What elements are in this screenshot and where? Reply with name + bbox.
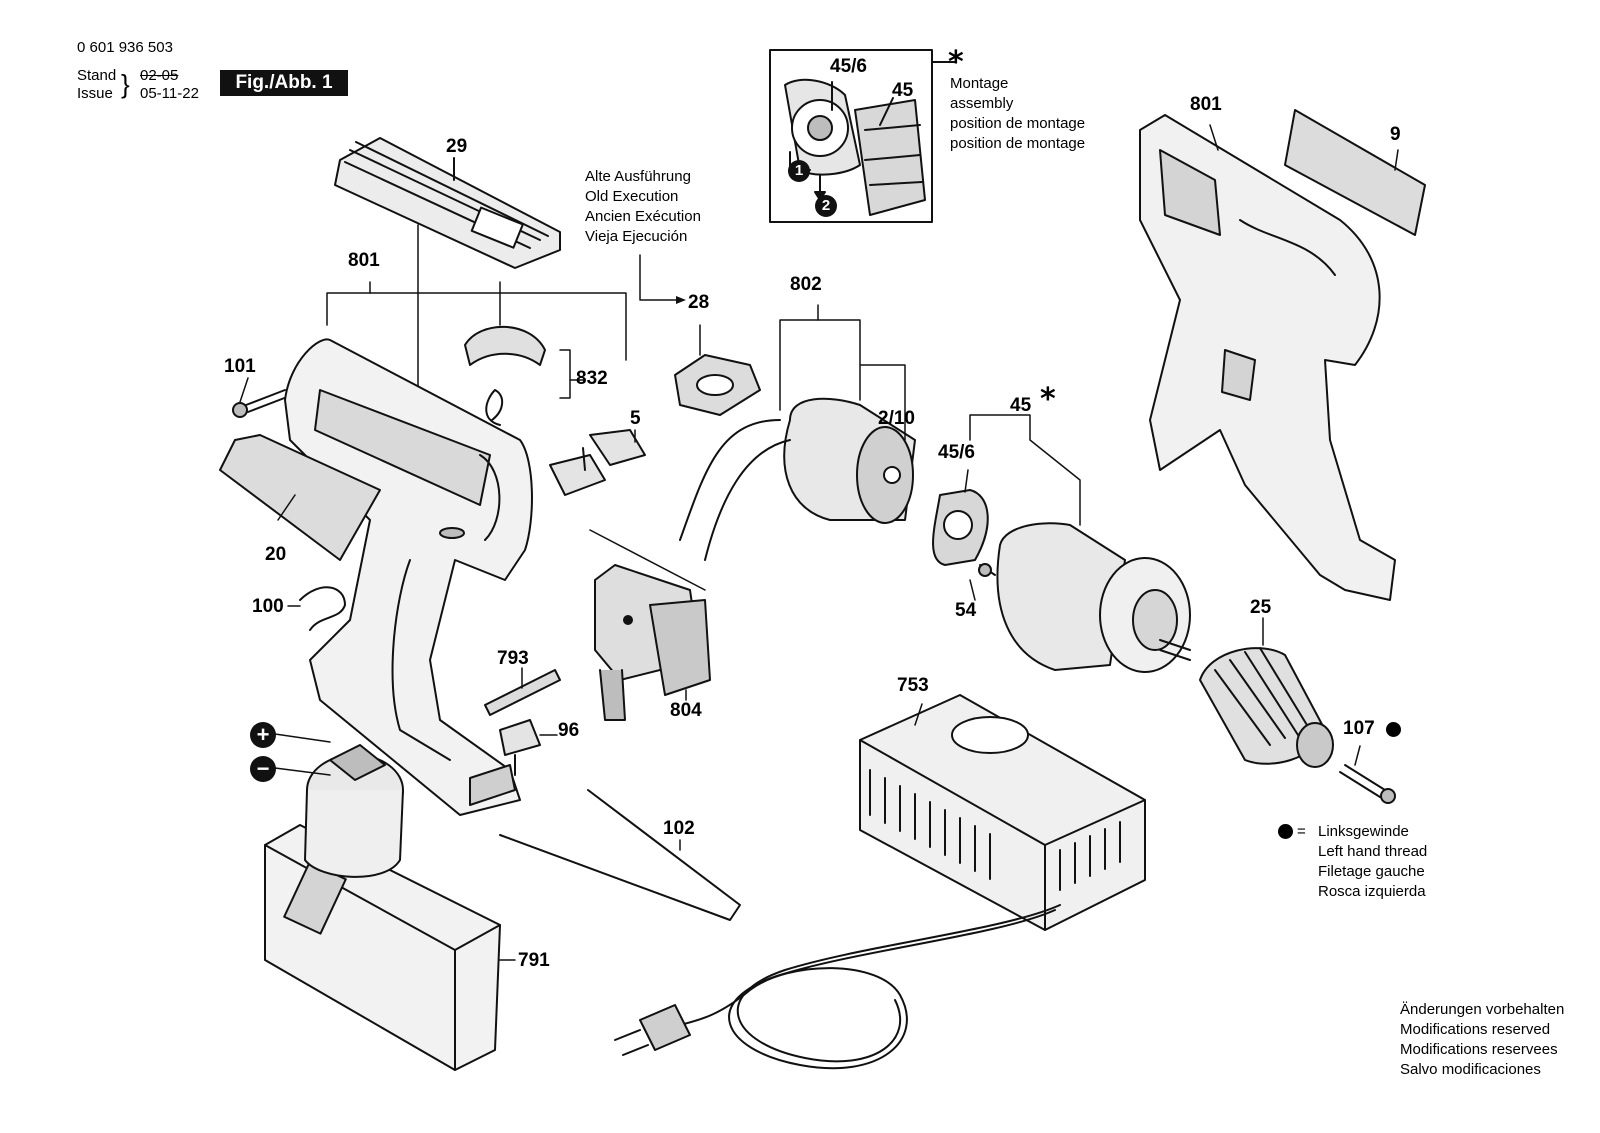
part-45-drawing [969, 414, 1191, 673]
part-102-drawing [499, 789, 741, 921]
part-791-drawing [264, 733, 516, 1071]
left-hand-thread-legend: Linksgewinde Left hand thread Filetage g… [1318, 822, 1427, 902]
callout-54: 54 [955, 600, 977, 621]
issue-label: Issue [77, 85, 113, 102]
part-28-drawing [639, 254, 761, 416]
figure-label: Fig./Abb. 1 [220, 70, 348, 96]
part-793-96-drawing [484, 667, 561, 776]
callout-791: 791 [518, 950, 550, 971]
inset-label-45: 45 [892, 80, 914, 101]
callout-2-10: 2/10 [878, 408, 915, 429]
callout-801-right: 801 [1190, 94, 1222, 115]
minus-terminal-icon: − [250, 756, 276, 782]
callout-102: 102 [663, 818, 695, 839]
callout-101: 101 [224, 356, 256, 377]
left-thread-marker-icon [1386, 722, 1401, 737]
callout-100: 100 [252, 596, 284, 617]
part-107-drawing [1339, 745, 1396, 804]
assembly-asterisk: * [948, 45, 964, 80]
part-801-right-drawing [1139, 114, 1396, 601]
callout-9: 9 [1390, 124, 1401, 145]
part-25-drawing [1199, 617, 1334, 768]
callout-802: 802 [790, 274, 822, 295]
inset-step-2: 2 [815, 195, 837, 217]
callout-801-left: 801 [348, 250, 380, 271]
part-number: 0 601 936 503 [77, 39, 173, 56]
callout-793: 793 [497, 648, 529, 669]
callout-45: 45 [1010, 395, 1032, 416]
part-753-drawing [859, 694, 1146, 931]
plus-terminal-icon: + [250, 722, 276, 748]
callout-45-asterisk: * [1040, 382, 1056, 417]
modifications-en: Modifications reserved [1400, 1021, 1551, 1038]
left-thread-es: Rosca izquierda [1318, 883, 1426, 900]
old-execution-en: Old Execution [585, 188, 679, 205]
brace-glyph: } [121, 69, 130, 99]
left-thread-fr: Filetage gauche [1318, 863, 1425, 880]
part-20-drawing [219, 434, 381, 561]
callout-804: 804 [670, 700, 702, 721]
part-832-drawing [464, 281, 586, 426]
callout-96: 96 [558, 720, 580, 741]
assembly-es: position de montage [950, 135, 1086, 152]
old-execution-de: Alte Ausführung [585, 168, 691, 185]
inset-label-45-6: 45/6 [830, 56, 867, 77]
left-thread-en: Left hand thread [1318, 843, 1428, 860]
legend-dot-icon [1278, 824, 1293, 839]
inset-step-1: 1 [788, 160, 810, 182]
callout-28: 28 [688, 292, 710, 313]
part-100-drawing [287, 586, 346, 631]
stand-date: 02-05 [140, 67, 179, 84]
housing-half-drawing [284, 338, 533, 816]
part-9-drawing [1284, 109, 1426, 236]
modifications-de: Änderungen vorbehalten [1400, 1001, 1565, 1018]
assembly-fr: position de montage [950, 115, 1086, 132]
left-thread-de: Linksgewinde [1318, 823, 1409, 840]
callout-832: 832 [576, 368, 608, 389]
callout-29: 29 [446, 136, 468, 157]
part-5-drawing [549, 429, 646, 496]
callout-25: 25 [1250, 597, 1272, 618]
power-cord-drawing [614, 904, 1061, 1070]
modifications-note: Änderungen vorbehalten Modifications res… [1400, 1000, 1564, 1080]
issue-date: 05-11-22 [140, 85, 199, 102]
stand-label: Stand [77, 67, 117, 84]
modifications-es: Salvo modificaciones [1400, 1061, 1541, 1078]
assembly-en: assembly [950, 95, 1014, 112]
callout-107: 107 [1343, 718, 1375, 739]
modifications-fr: Modifications reservees [1400, 1041, 1558, 1058]
part-802-drawing [679, 304, 916, 561]
callout-45-6: 45/6 [938, 442, 975, 463]
assembly-de: Montage [950, 75, 1009, 92]
part-45-6-drawing [932, 469, 996, 601]
part-804-drawing [589, 529, 711, 721]
part-101-drawing [232, 377, 288, 418]
assembly-inset-drawing [769, 49, 956, 223]
callout-5: 5 [630, 408, 641, 429]
old-execution-note: Alte Ausführung Old Execution Ancien Exé… [585, 167, 701, 247]
callout-20: 20 [265, 544, 287, 565]
legend-equals: = [1297, 823, 1306, 840]
old-execution-fr: Ancien Exécution [585, 208, 701, 225]
assembly-note: Montage assembly position de montage pos… [950, 74, 1085, 154]
callout-753: 753 [897, 675, 929, 696]
old-execution-es: Vieja Ejecución [585, 228, 688, 245]
part-29-drawing [334, 137, 561, 269]
